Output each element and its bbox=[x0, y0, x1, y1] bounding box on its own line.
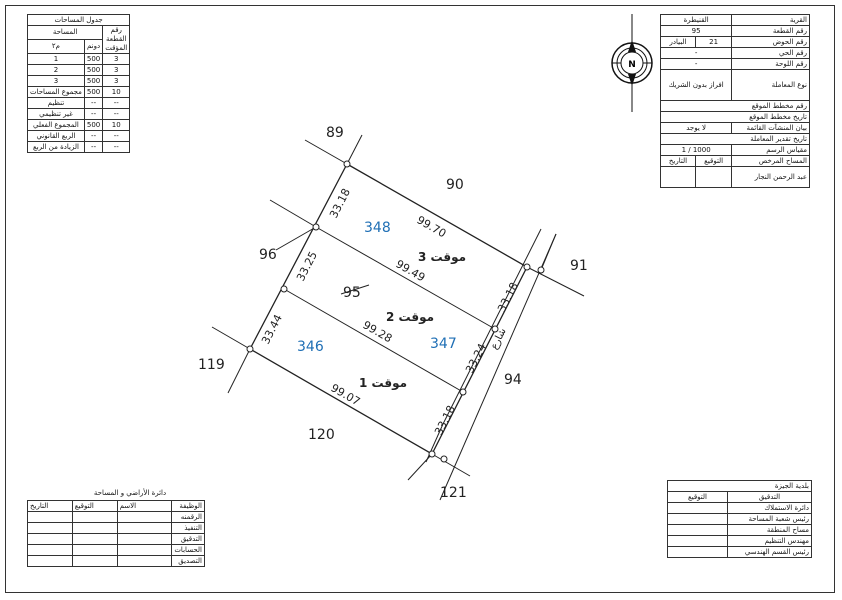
header-date: التاريخ bbox=[27, 500, 73, 512]
table-row: مجموع المساحات 500 10 bbox=[27, 86, 131, 98]
north-label: N bbox=[628, 60, 636, 70]
neighbor-number: 120 bbox=[308, 427, 335, 443]
table-row: 3 500 3 bbox=[27, 75, 131, 87]
north-arrow-icon: N bbox=[611, 14, 653, 112]
extra-value: -- bbox=[102, 141, 131, 153]
neighbor-number: 89 bbox=[326, 125, 344, 141]
job-cell: التدقيق bbox=[171, 533, 205, 545]
municipality-title: بلدية الجيزة bbox=[667, 480, 812, 492]
parcel-temp-label: موقت 3 bbox=[418, 250, 466, 265]
header-audit: التدقيق bbox=[727, 491, 812, 503]
table-row: الرقمنه bbox=[27, 511, 205, 523]
parcel-temp-label: موقت 1 bbox=[359, 376, 407, 391]
area-header-plot: رقم القطعة المؤقت bbox=[102, 25, 131, 54]
table-row: الزيادة من الربع -- -- bbox=[27, 141, 131, 153]
role-cell: رئيس القسم الهندسي bbox=[727, 546, 812, 558]
job-cell: الحسابات bbox=[171, 544, 205, 556]
length-label: 33.25 bbox=[294, 249, 320, 283]
area-table: جدول المساحات المساحة رقم القطعة المؤقت … bbox=[26, 14, 131, 153]
approval-table: التاريخ التوقيع الاسم الوظيفة الرقمنه ال… bbox=[27, 500, 205, 567]
header-sign: التوقيع bbox=[667, 491, 728, 503]
length-label: 99.70 bbox=[415, 213, 449, 240]
job-cell: التنفيذ bbox=[171, 522, 205, 534]
nonorg-value: -- bbox=[83, 108, 104, 120]
table-row: التنفيذ bbox=[27, 522, 205, 534]
boundary-vertices bbox=[246, 160, 545, 463]
role-cell: مهندس التنظيم bbox=[727, 535, 812, 547]
table-row: الربع القانوني -- -- bbox=[27, 130, 131, 142]
org-value: -- bbox=[83, 97, 104, 109]
table-row: التدقيق bbox=[27, 533, 205, 545]
parcel-new-numbers: 346 347 348 bbox=[297, 220, 457, 355]
neighbor-number: 121 bbox=[440, 485, 467, 501]
surveyor-name: عبد الرحمن النجار bbox=[731, 166, 810, 188]
extra-value: -- bbox=[83, 141, 104, 153]
job-cell: التصديق bbox=[171, 555, 205, 567]
municipality-table: بلدية الجيزة التوقيع التدقيق دائرة الاست… bbox=[667, 480, 812, 558]
crossed-number-strike bbox=[340, 284, 370, 295]
table-row: مهندس التنظيم bbox=[667, 535, 812, 547]
table-row: دائرة الاستملاك bbox=[667, 502, 812, 514]
sign-cell bbox=[694, 166, 733, 188]
neighbor-number: 94 bbox=[504, 372, 522, 388]
role-cell: دائرة الاستملاك bbox=[727, 502, 812, 514]
area-header-m2: م٢ bbox=[27, 39, 85, 54]
length-label: 33.18 bbox=[495, 280, 521, 314]
parcel-new-number: 348 bbox=[364, 220, 391, 236]
header-name: الاسم bbox=[116, 500, 173, 512]
table-row: غير تنظيمي -- -- bbox=[27, 108, 131, 120]
neighbor-number: 119 bbox=[198, 357, 225, 373]
parcel-new-number: 347 bbox=[430, 336, 457, 352]
page-frame bbox=[5, 5, 835, 593]
table-row: الحسابات bbox=[27, 544, 205, 556]
header-job: الوظيفة bbox=[171, 500, 205, 512]
bottom-left-title: دائرة الأراضي و المساحة bbox=[93, 489, 167, 497]
neighbor-number: 91 bbox=[570, 258, 588, 274]
parcel-temp-label: موقت 2 bbox=[386, 310, 434, 325]
length-label: 33.24 bbox=[463, 341, 489, 375]
info-table: القنيطرة القرية 95 رقم القطعة البيادر 21… bbox=[659, 14, 810, 188]
length-label: 33.44 bbox=[259, 312, 285, 346]
neighbor-numbers: 89 90 91 94 96 119 120 121 bbox=[198, 125, 588, 501]
table-row: رئيس شعبة المساحة bbox=[667, 513, 812, 525]
area-header-dunum: دونم bbox=[83, 39, 104, 54]
extra-label: الزيادة من الربع bbox=[27, 141, 85, 153]
table-row: مساح المنطقة bbox=[667, 524, 812, 536]
role-cell: رئيس شعبة المساحة bbox=[727, 513, 812, 525]
role-cell: مساح المنطقة bbox=[727, 524, 812, 536]
neighbor-number: 96 bbox=[259, 247, 277, 263]
header-sign: التوقيع bbox=[71, 500, 118, 512]
table-row: 1 500 3 bbox=[27, 53, 131, 65]
table-row: التصديق bbox=[27, 555, 205, 567]
length-label: 33.18 bbox=[327, 186, 353, 220]
job-cell: الرقمنه bbox=[171, 511, 205, 523]
neighbor-number: 90 bbox=[446, 177, 464, 193]
parcel-new-number: 346 bbox=[297, 339, 324, 355]
parcel-labels: موقت 1 موقت 2 موقت 3 bbox=[359, 250, 466, 391]
length-label: 33.18 bbox=[432, 403, 458, 437]
table-row: رئيس القسم الهندسي bbox=[667, 546, 812, 558]
